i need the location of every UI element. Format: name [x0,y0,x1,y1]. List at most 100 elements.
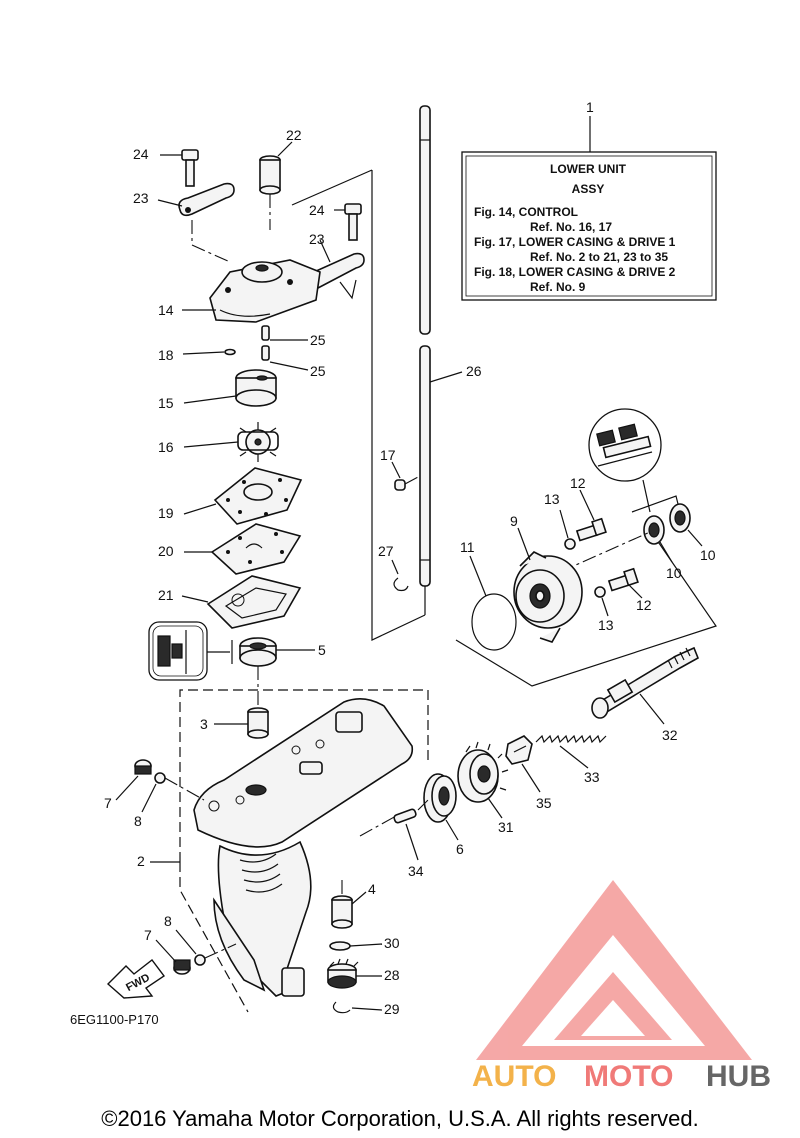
info-line: Fig. 14, CONTROL [474,205,578,219]
callout-8: 8 [164,913,172,929]
dowel-pin [261,345,270,361]
outer-plate [210,523,302,575]
dowel-pin [261,325,270,341]
bolt [344,203,362,241]
callout-14: 14 [158,302,174,318]
callout-12: 12 [636,597,652,613]
callout-2: 2 [137,853,145,869]
bolt [181,149,199,187]
callout-28: 28 [384,967,400,983]
callout-31: 31 [498,819,514,835]
bolt [607,567,639,592]
oil-seal [669,503,691,533]
ball-bearing [423,773,457,823]
washer [564,538,576,550]
callout-19: 19 [158,505,174,521]
copyright-notice: ©2016 Yamaha Motor Corporation, U.S.A. A… [101,1106,698,1131]
callout-25: 25 [310,332,326,348]
propeller-shaft-housing [513,551,583,643]
info-line: Fig. 18, LOWER CASING & DRIVE 2 [474,265,676,279]
callout-12: 12 [570,475,586,491]
info-title-1: LOWER UNIT [550,162,627,176]
wordmark-auto: AUTO [472,1060,556,1093]
info-title-2: ASSY [572,182,605,196]
callout-13: 13 [598,617,614,633]
callout-27: 27 [378,543,394,559]
callout-34: 34 [408,863,424,879]
info-line: Fig. 17, LOWER CASING & DRIVE 1 [474,235,676,249]
bolt [575,517,607,542]
callout-26: 26 [466,363,482,379]
drive-shaft [419,105,431,615]
callout-29: 29 [384,1001,400,1017]
info-box: LOWER UNIT ASSY Fig. 14, CONTROL Ref. No… [461,151,717,301]
automotohub-logo [476,880,752,1060]
shift-spring [535,734,607,744]
callout-5: 5 [318,642,326,658]
thrust-washer [329,941,351,951]
callout-4: 4 [368,881,376,897]
propeller-shaft [591,646,700,719]
callout-32: 32 [662,727,678,743]
insert-cartridge [235,369,277,407]
pinion-circlip [332,1001,351,1014]
pinion-gear [327,958,359,989]
pin [394,475,421,491]
callout-15: 15 [158,395,174,411]
diagram-code: 6EG1100-P170 [70,1012,159,1027]
washer [594,586,606,598]
oil-seal [231,637,277,667]
callout-23: 23 [309,231,325,247]
callout-7: 7 [144,927,152,943]
wordmark-moto: MOTO [584,1060,673,1093]
info-line: Ref. No. 2 to 21, 23 to 35 [530,250,668,264]
gasket-washer [154,772,166,784]
callout-22: 22 [286,127,302,143]
lower-casing [193,698,414,997]
callout-18: 18 [158,347,174,363]
oil-seal-detail-inset [588,408,662,482]
water-pump-housing [209,259,321,323]
pin [393,808,417,824]
info-line: Ref. No. 9 [530,280,586,294]
forward-gear [457,741,509,803]
automotohub-wordmark: AUTO MOTO HUB [472,1060,771,1093]
callout-21: 21 [158,587,174,603]
callout-24: 24 [309,202,325,218]
shift-rod-sleeve [259,155,281,230]
callout-17: 17 [380,447,396,463]
impeller [237,422,279,462]
key [224,348,236,356]
callout-30: 30 [384,935,400,951]
callout-11: 11 [460,539,475,555]
gasket [213,467,303,525]
callout-8: 8 [134,813,142,829]
callout-35: 35 [536,795,552,811]
callout-16: 16 [158,439,174,455]
oil-seal-detail-inset [148,621,230,681]
bushing [247,707,269,739]
drain-plug [134,759,152,775]
dog-clutch [505,735,533,765]
callout-3: 3 [200,716,208,732]
cover-arm [178,182,235,217]
gasket-washer [194,954,206,966]
callout-10: 10 [666,565,682,581]
callout-33: 33 [584,769,600,785]
callout-10: 10 [700,547,716,563]
info-line: Ref. No. 16, 17 [530,220,612,234]
gasket [206,575,302,629]
callout-20: 20 [158,543,174,559]
callout-13: 13 [544,491,560,507]
callout-1: 1 [586,99,594,115]
forward-arrow-icon: FWD [106,959,166,999]
callout-25: 25 [310,363,326,379]
callout-9: 9 [510,513,518,529]
o-ring [471,593,517,651]
callout-7: 7 [104,795,112,811]
oil-seal [643,515,665,545]
drain-plug [173,959,191,975]
callout-6: 6 [456,841,464,857]
callout-24: 24 [133,146,149,162]
